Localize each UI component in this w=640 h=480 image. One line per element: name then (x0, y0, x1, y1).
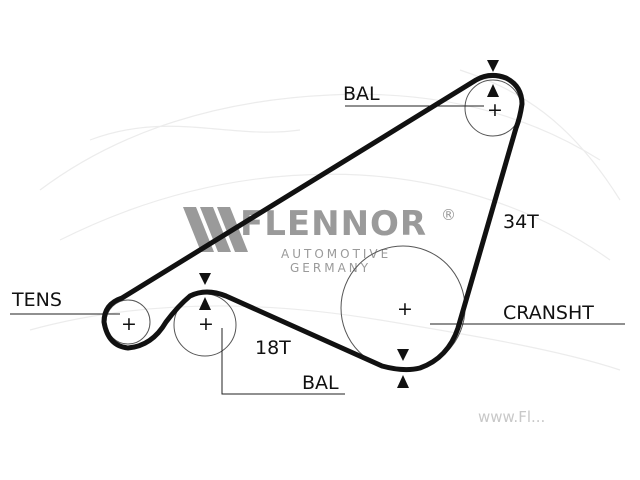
centre-mark-tensioner: + (121, 313, 137, 335)
pulley-centres: + + + + (121, 99, 503, 335)
brand-sub-line-2: GERMANY (290, 261, 371, 275)
website-watermark: www.Fl... (478, 408, 545, 426)
centre-mark-crankshaft: + (397, 298, 413, 320)
timing-mark-bal-up (199, 297, 211, 310)
flennor-logo: FLENNOR ® AUTOMOTIVE GERMANY (183, 204, 456, 275)
brand-sub-line-1: AUTOMOTIVE (281, 247, 391, 261)
label-bal-bottom: BAL (302, 372, 339, 394)
leader-bal-bottom (221, 328, 345, 395)
timing-mark-top-down (487, 60, 499, 72)
logo-stripe-2 (200, 207, 231, 252)
logo-stripe-1 (183, 207, 214, 252)
registered-mark: ® (441, 206, 456, 224)
label-bal-top: BAL (343, 83, 380, 105)
timing-belt (101, 72, 525, 373)
timing-mark-top-up (487, 84, 499, 97)
timing-mark-crank-up (397, 375, 409, 388)
centre-mark-balance-top: + (487, 99, 503, 121)
label-tens: TENS (11, 289, 62, 311)
timing-mark-bal-down (199, 273, 211, 285)
label-18t: 18T (255, 337, 291, 359)
brand-name: FLENNOR (240, 204, 427, 244)
label-34t: 34T (503, 211, 539, 233)
leader-lines (10, 105, 625, 395)
label-cranshaft: CRANSHT (503, 302, 594, 324)
timing-marks (199, 60, 499, 388)
centre-mark-balance-bottom: + (198, 313, 214, 335)
timing-mark-crank-down (397, 349, 409, 361)
